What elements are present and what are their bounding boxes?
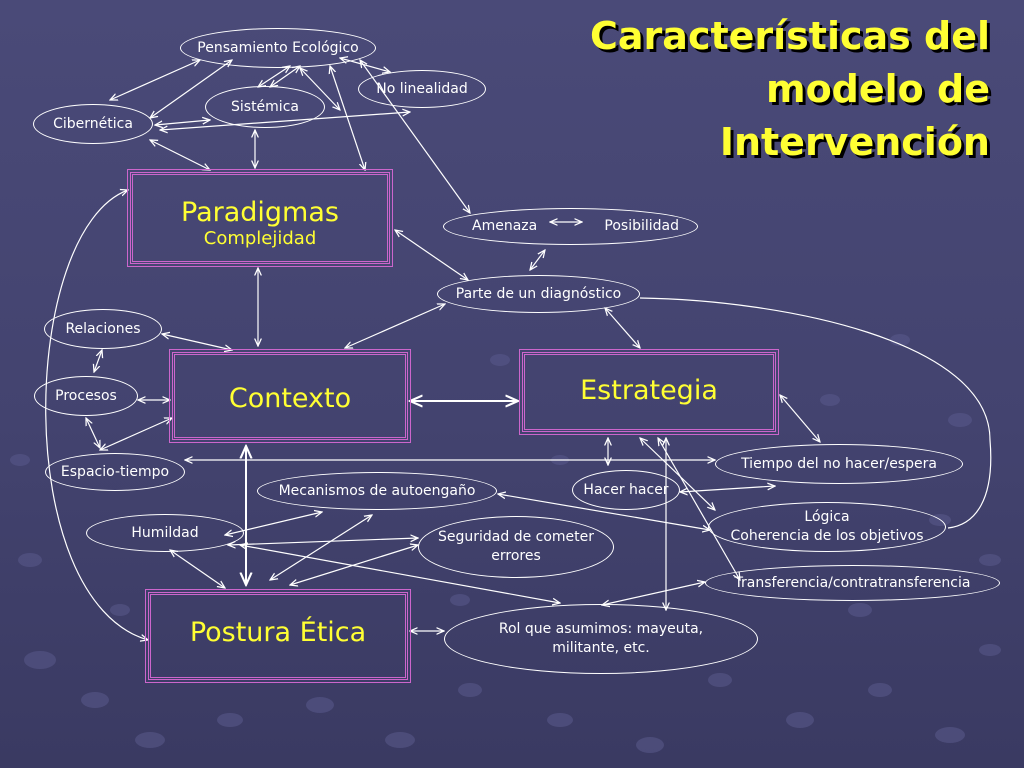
oval-mecanismos-autoengano: Mecanismos de autoengaño xyxy=(257,472,497,510)
contexto-label: Contexto xyxy=(228,383,352,414)
complejidad-label: Complejidad xyxy=(203,228,317,249)
box-postura-etica: Postura Ética xyxy=(145,589,411,683)
oval-seguridad-errores: Seguridad de cometer errores xyxy=(418,516,614,578)
oval-hacer-hacer: Hacer hacer xyxy=(572,470,680,510)
oval-tiempo-no-hacer: Tiempo del no hacer/espera xyxy=(715,444,963,484)
oval-transferencia: Transferencia/contratransferencia xyxy=(705,565,1000,601)
oval-pensamiento-ecologico: Pensamiento Ecológico xyxy=(180,28,376,68)
title-line-1: Características del xyxy=(590,14,990,58)
oval-no-linealidad: No linealidad xyxy=(358,70,486,108)
posibilidad-label: Posibilidad xyxy=(604,218,679,234)
oval-humildad: Humildad xyxy=(86,514,244,552)
oval-espacio-tiempo: Espacio-tiempo xyxy=(45,453,185,491)
oval-rol-asumimos: Rol que asumimos: mayeuta, militante, et… xyxy=(444,604,758,674)
box-estrategia: Estrategia xyxy=(519,349,779,435)
oval-relaciones: Relaciones xyxy=(44,309,162,349)
paradigmas-label: Paradigmas xyxy=(181,197,339,228)
oval-amenaza-posibilidad: Amenaza Posibilidad xyxy=(443,208,698,245)
amenaza-label: Amenaza xyxy=(472,218,538,234)
oval-diagnostico: Parte de un diagnóstico xyxy=(437,275,640,313)
title-line-2: modelo de xyxy=(765,67,990,111)
slide-title: Características del modelo de Intervenci… xyxy=(530,10,990,169)
postura-etica-label: Postura Ética xyxy=(189,617,367,648)
oval-logica-coherencia: Lógica Coherencia de los objetivos xyxy=(708,502,946,552)
oval-cibernetica: Cibernética xyxy=(33,104,153,144)
oval-sistemica: Sistémica xyxy=(205,86,325,128)
title-line-3: Intervención xyxy=(719,120,990,164)
box-contexto: Contexto xyxy=(169,349,411,443)
box-paradigmas: Paradigmas Complejidad xyxy=(127,169,393,267)
oval-procesos: Procesos xyxy=(34,376,138,416)
estrategia-label: Estrategia xyxy=(580,375,718,406)
